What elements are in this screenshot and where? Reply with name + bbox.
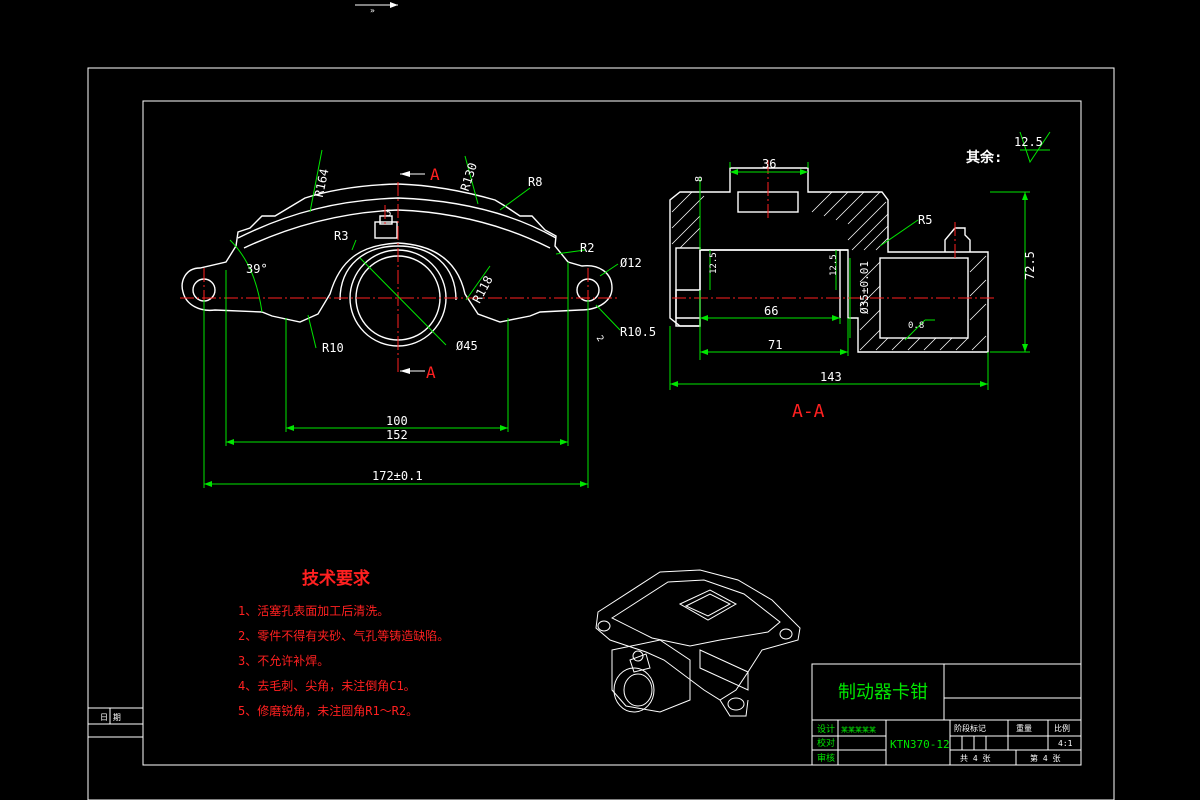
- part-name: 制动器卡钳: [838, 682, 928, 703]
- section-marker-bottom: A: [426, 363, 436, 382]
- dim-d45: Ø45: [456, 339, 478, 353]
- dim-r164: R164: [312, 167, 332, 198]
- dim-172: 172±0.1: [372, 469, 423, 483]
- roughness-value: 12.5: [1014, 135, 1043, 149]
- dim-12-5-left: 12.5: [709, 252, 719, 274]
- stage-label: 阶段标记: [954, 723, 986, 733]
- sheets-total: 共 4 张: [960, 754, 990, 763]
- dim-0-8: 0.8: [908, 321, 924, 331]
- weight-label: 重量: [1016, 723, 1032, 733]
- dim-12-5-right: 12.5: [829, 254, 839, 276]
- dim-71: 71: [768, 338, 782, 352]
- section-dim-lines: [669, 131, 1051, 390]
- isometric-view: [595, 569, 801, 717]
- sheet-number: 第 4 张: [1030, 753, 1060, 763]
- date-label: 日 期: [100, 713, 121, 722]
- scale-value: 4:1: [1058, 739, 1073, 748]
- top-arrow: »: [355, 2, 398, 15]
- tech-item-1: 1、活塞孔表面加工后清洗。: [238, 603, 389, 618]
- dim-r10: R10: [322, 341, 344, 355]
- dim-100: 100: [386, 414, 408, 428]
- dim-72-5: 72.5: [1023, 251, 1037, 280]
- checker-label: 校对: [817, 737, 835, 749]
- section-title: A-A: [792, 401, 825, 422]
- dim-66: 66: [764, 304, 778, 318]
- dim-d35: Ø35±0.01: [858, 261, 871, 314]
- bleed-nipple: [374, 221, 398, 239]
- title-block: 制动器卡钳 KTN370-12 设计 校对 审核 某某某某某 阶段标记 重量 比…: [811, 663, 1082, 766]
- dim-143: 143: [820, 370, 842, 384]
- designer-label: 设计: [817, 723, 835, 735]
- tech-item-5: 5、修磨锐角，未注圆角R1～R2。: [238, 703, 418, 718]
- tech-item-2: 2、零件不得有夹砂、气孔等铸造缺陷。: [238, 628, 449, 643]
- dim-r2: R2: [580, 241, 594, 255]
- dim-36: 36: [762, 157, 776, 171]
- dim-2: 2: [594, 334, 605, 344]
- tech-item-3: 3、不允许补焊。: [238, 653, 329, 668]
- front-dim-lines: [203, 149, 621, 488]
- roughness-label: 其余:: [966, 149, 1002, 166]
- dim-r8: R8: [528, 175, 542, 189]
- dim-r3: R3: [334, 229, 348, 243]
- approver-label: 审核: [817, 752, 835, 764]
- dim-r5: R5: [918, 213, 932, 227]
- section-marker-top: A: [430, 165, 440, 184]
- tech-requirements: 技术要求 1、活塞孔表面加工后清洗。 2、零件不得有夹砂、气孔等铸造缺陷。 3、…: [238, 568, 449, 718]
- section-view: 36 8 12.5 12.5 66 71 143 Ø35±0.01 0.8 R5…: [669, 131, 1051, 422]
- drawing-number: KTN370-12: [890, 738, 950, 751]
- dim-5: 5: [386, 209, 391, 219]
- svg-text:»: »: [370, 6, 375, 15]
- dim-39deg: 39°: [246, 262, 268, 276]
- inner-frame: [142, 100, 1082, 766]
- dim-r130: R130: [458, 161, 480, 193]
- outer-frame: [87, 67, 1115, 800]
- section-hatching: [671, 191, 987, 351]
- tech-title: 技术要求: [302, 568, 370, 589]
- dim-d12: Ø12: [620, 256, 642, 270]
- front-view: A A: [180, 149, 656, 488]
- dim-8: 8: [694, 176, 705, 182]
- tech-item-4: 4、去毛刺、尖角，未注倒角C1。: [238, 678, 416, 693]
- left-strip: 日 期: [88, 707, 143, 738]
- front-outline: [181, 183, 613, 323]
- dim-152: 152: [386, 428, 408, 442]
- dim-r10-5: R10.5: [620, 325, 656, 339]
- designer-name: 某某某某某: [841, 726, 876, 734]
- scale-label: 比例: [1054, 723, 1070, 733]
